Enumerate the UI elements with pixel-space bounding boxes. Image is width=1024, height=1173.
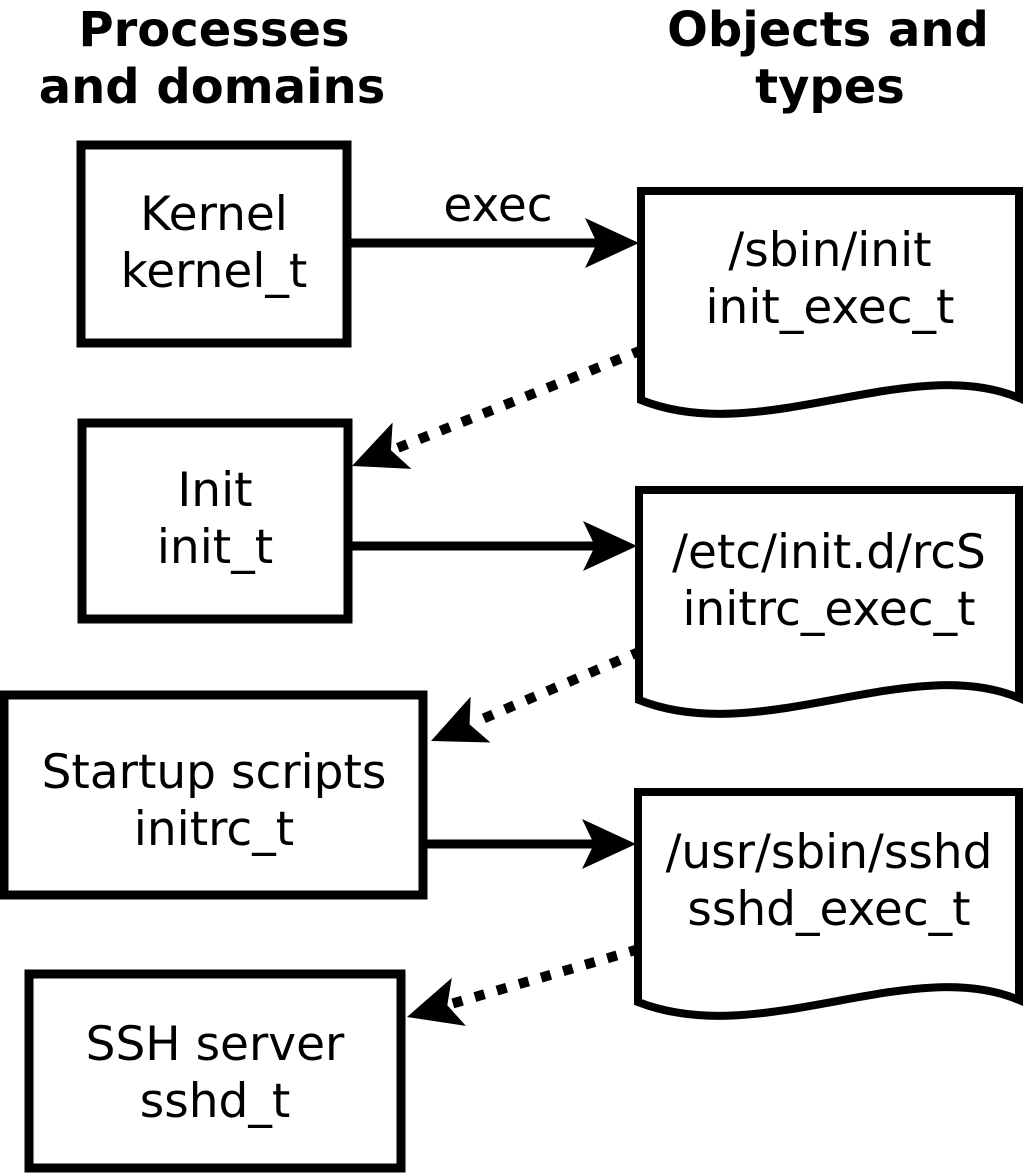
object-type-label: initrc_exec_t xyxy=(682,582,975,637)
object-type-label: sshd_exec_t xyxy=(687,882,970,937)
object-path-label: /etc/init.d/rcS xyxy=(672,525,986,580)
transition-arrow-sshd-exec-to-ssh-server xyxy=(407,944,641,1026)
arrow-line xyxy=(449,944,641,1009)
arrow-head-icon xyxy=(583,521,637,571)
document-shape xyxy=(637,187,1023,418)
process-box-kernel: Kernel kernel_t xyxy=(76,140,352,348)
arrow-head-icon xyxy=(352,422,412,469)
object-type-label: init_exec_t xyxy=(706,280,955,335)
right-column-header: Objects and types xyxy=(667,2,989,115)
process-label: Init xyxy=(177,463,252,518)
process-box-startup-scripts: Startup scripts initrc_t xyxy=(0,690,428,900)
domain-label: kernel_t xyxy=(121,244,308,299)
object-path-label: /sbin/init xyxy=(728,223,931,278)
object-doc-usr-sbin-sshd: /usr/sbin/sshd sshd_exec_t xyxy=(634,788,1023,1020)
box-outline xyxy=(24,969,406,1173)
box-outline xyxy=(0,690,428,900)
domain-label: init_t xyxy=(157,520,273,575)
object-doc-sbin-init: /sbin/init init_exec_t xyxy=(637,187,1023,418)
left-column-header: Processes and domains xyxy=(39,2,386,115)
object-path-label: /usr/sbin/sshd xyxy=(666,825,993,880)
process-label: SSH server xyxy=(86,1017,345,1072)
arrow-head-icon xyxy=(407,977,466,1026)
right-header-line1: Objects and xyxy=(667,2,989,58)
exec-label: exec xyxy=(443,178,552,233)
process-label: Kernel xyxy=(140,187,288,242)
exec-arrow-init-to-rcs xyxy=(346,521,637,571)
left-header-line1: Processes xyxy=(78,2,349,58)
transition-arrow-init-exec-to-init xyxy=(352,345,644,469)
arrow-head-icon xyxy=(582,819,636,869)
document-shape xyxy=(635,486,1023,718)
box-outline xyxy=(76,140,352,348)
box-outline xyxy=(77,418,353,624)
domain-label: sshd_t xyxy=(140,1074,291,1129)
right-header-line2: types xyxy=(755,59,905,115)
object-doc-etc-initd-rcs: /etc/init.d/rcS initrc_exec_t xyxy=(635,486,1023,718)
exec-arrow-kernel-to-sbin-init: exec xyxy=(346,178,639,268)
left-header-line2: and domains xyxy=(39,59,386,115)
process-box-ssh-server: SSH server sshd_t xyxy=(24,969,406,1173)
arrow-line xyxy=(471,646,643,728)
domain-label: initrc_t xyxy=(134,802,294,857)
process-box-init: Init init_t xyxy=(77,418,353,624)
arrow-line xyxy=(393,345,644,454)
document-shape xyxy=(634,788,1023,1020)
transition-arrow-initrc-exec-to-startup xyxy=(431,646,643,743)
exec-arrow-startup-to-sshd xyxy=(421,819,636,869)
arrow-head-icon xyxy=(431,696,491,743)
process-label: Startup scripts xyxy=(42,745,387,800)
arrow-head-icon xyxy=(585,218,639,268)
